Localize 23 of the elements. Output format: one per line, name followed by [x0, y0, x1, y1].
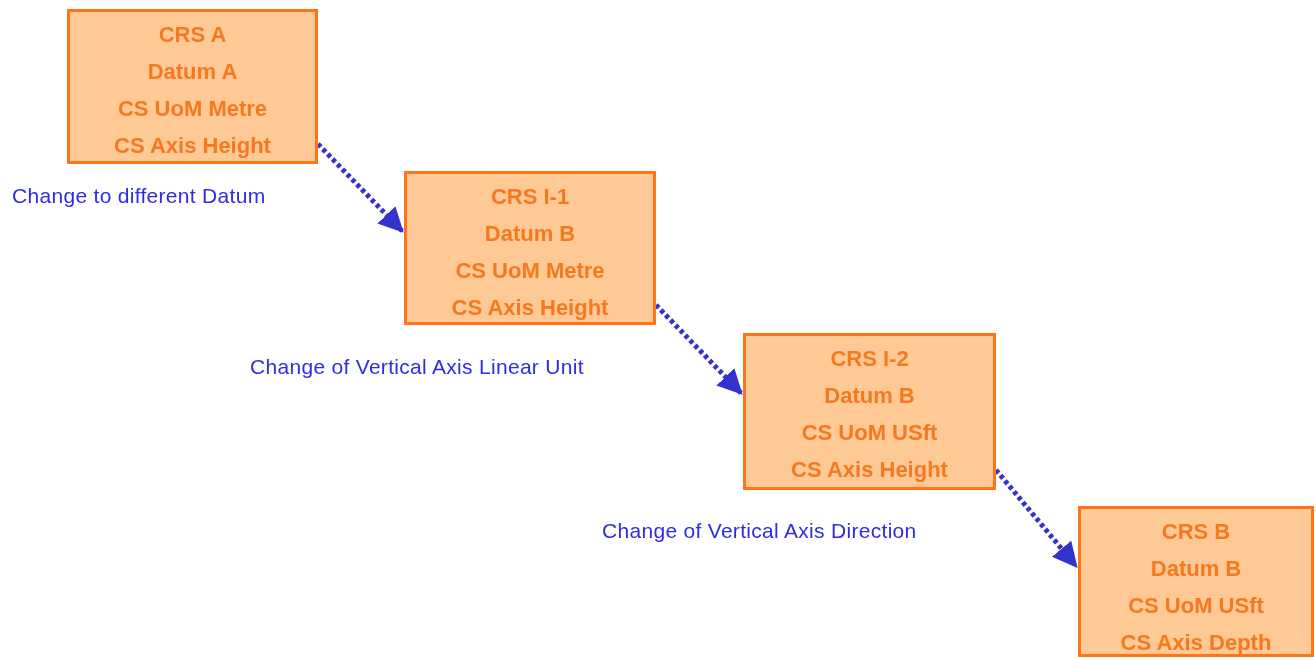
- box-text: CS UoM USft: [1128, 592, 1264, 620]
- crs-box: [404, 171, 656, 325]
- crs-box: [67, 9, 318, 164]
- box-text: Datum B: [1150, 555, 1242, 583]
- dotted-arrow: [316, 142, 404, 233]
- box-text: CRS A: [158, 21, 227, 49]
- box-text: Datum B: [824, 382, 915, 410]
- box-text: CS Axis Height: [791, 456, 948, 484]
- dotted-arrow: [994, 468, 1078, 568]
- box-text: CS Axis Height: [451, 294, 609, 322]
- crs-box: [1078, 506, 1314, 657]
- crs-box: [743, 333, 996, 490]
- box-text: CS Axis Depth: [1120, 629, 1272, 657]
- box-text: Datum B: [484, 220, 576, 248]
- box-text: CS Axis Height: [114, 132, 271, 160]
- box-text: CS UoM Metre: [117, 95, 268, 123]
- box-text: Datum A: [147, 58, 238, 86]
- box-text: CRS B: [1161, 518, 1231, 546]
- box-text: CS UoM Metre: [455, 257, 605, 285]
- box-text: CS UoM USft: [801, 419, 938, 447]
- dotted-arrow: [654, 303, 743, 395]
- box-text: CRS I-1: [490, 183, 570, 211]
- box-text: CRS I-2: [830, 345, 909, 373]
